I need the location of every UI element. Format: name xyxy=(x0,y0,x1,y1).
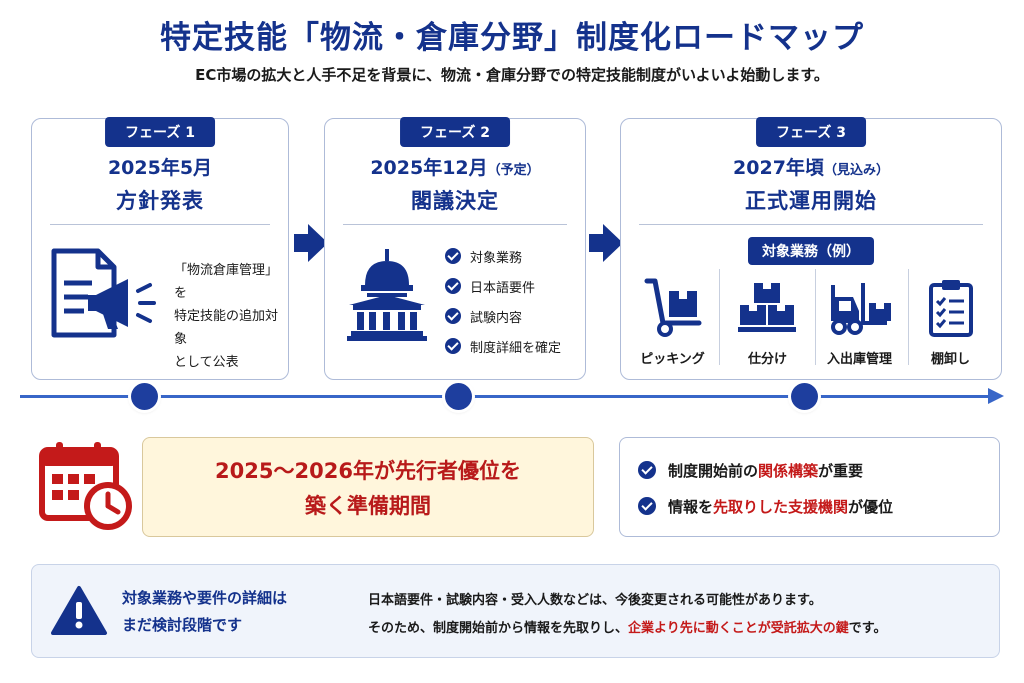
key-point: 情報を先取りした支援機関が優位 xyxy=(638,488,999,524)
task-picking: ピッキング xyxy=(625,271,720,367)
timeline-line xyxy=(20,395,990,398)
check-circle-icon xyxy=(445,278,461,294)
task-separator xyxy=(908,269,909,365)
timeline-dot-phase-2 xyxy=(445,383,472,410)
phase-3-card: フェーズ 3 2027年頃（見込み） 正式運用開始 対象業務（例） ピッキング … xyxy=(620,117,1002,380)
phase-3-divider xyxy=(639,224,983,225)
timeline-dot-phase-3 xyxy=(791,383,818,410)
page-subtitle: EC市場の拡大と人手不足を背景に、物流・倉庫分野での特定技能制度がいよいよ始動し… xyxy=(195,66,829,84)
check-circle-icon xyxy=(638,461,656,479)
key-points-box: 制度開始前の関係構築が重要 情報を先取りした支援機関が優位 xyxy=(619,437,1000,537)
phase-2-date: 2025年12月（予定） xyxy=(370,157,540,179)
task-sorting: 仕分け xyxy=(720,271,815,367)
phase-3-badge: フェーズ 3 xyxy=(756,117,866,147)
warning-text: 日本語要件・試験内容・受入人数などは、今後変更される可能性があります。 そのため… xyxy=(368,593,887,636)
phase-1-name: 方針発表 xyxy=(116,189,204,213)
task-separator xyxy=(815,269,816,365)
forklift-icon xyxy=(830,283,891,335)
checklist-item: 対象業務 xyxy=(445,241,561,271)
checklist-item: 制度詳細を確定 xyxy=(445,331,561,361)
phase-2-checklist: 対象業務 日本語要件 試験内容 制度詳細を確定 xyxy=(445,241,561,361)
phase-3-name: 正式運用開始 xyxy=(745,189,877,213)
checklist-item: 試験内容 xyxy=(445,301,561,331)
phase-2-name: 閣議決定 xyxy=(411,189,499,213)
phase-1-description: 「物流倉庫管理」を 特定技能の追加対象 として公表 xyxy=(174,263,279,370)
phase-2-badge: フェーズ 2 xyxy=(400,117,510,147)
arrow-right-icon xyxy=(589,224,623,262)
task-inventory-io: 入出庫管理 xyxy=(812,271,907,367)
clipboard-checklist-icon xyxy=(928,280,973,337)
check-circle-icon xyxy=(445,338,461,354)
document-megaphone-icon xyxy=(51,248,156,338)
government-building-icon xyxy=(347,249,427,341)
phase-1-badge: フェーズ 1 xyxy=(105,117,215,147)
task-stocktaking: 棚卸し xyxy=(903,271,998,367)
phase-2-divider xyxy=(343,224,567,225)
highlight-line-2: 築く準備期間 xyxy=(305,494,431,518)
highlight-box: 2025〜2026年が先行者優位を 築く準備期間 xyxy=(142,437,594,537)
phase-1-card: フェーズ 1 2025年5月 方針発表 「物流倉庫管理」を 特定技能の追加対象 … xyxy=(31,117,289,380)
stacked-boxes-icon xyxy=(737,283,796,332)
phase-1-date: 2025年5月 xyxy=(107,157,213,179)
warning-box: 対象業務や要件の詳細は まだ検討段階です 日本語要件・試験内容・受入人数などは、… xyxy=(31,564,1000,658)
warning-triangle-icon xyxy=(51,586,107,635)
hand-truck-icon xyxy=(644,278,701,337)
key-point: 制度開始前の関係構築が重要 xyxy=(638,452,999,488)
phase-1-divider xyxy=(50,224,270,225)
timeline-arrowhead-icon xyxy=(988,388,1004,404)
warning-title: 対象業務や要件の詳細は まだ検討段階です xyxy=(122,589,288,634)
page-title: 特定技能「物流・倉庫分野」制度化ロードマップ xyxy=(160,20,864,56)
phase-3-date: 2027年頃（見込み） xyxy=(733,157,889,179)
highlight-line-1: 2025〜2026年が先行者優位を xyxy=(215,459,521,483)
arrow-right-icon xyxy=(294,224,328,262)
check-circle-icon xyxy=(445,248,461,264)
timeline-dot-phase-1 xyxy=(131,383,158,410)
task-separator xyxy=(719,269,720,365)
check-circle-icon xyxy=(445,308,461,324)
calendar-clock-icon xyxy=(39,442,132,530)
checklist-item: 日本語要件 xyxy=(445,271,561,301)
target-tasks-badge: 対象業務（例） xyxy=(748,237,874,265)
phase-2-card: フェーズ 2 2025年12月（予定） 閣議決定 対象業務 日本語要件 試験内容… xyxy=(324,117,586,380)
check-circle-icon xyxy=(638,497,656,515)
